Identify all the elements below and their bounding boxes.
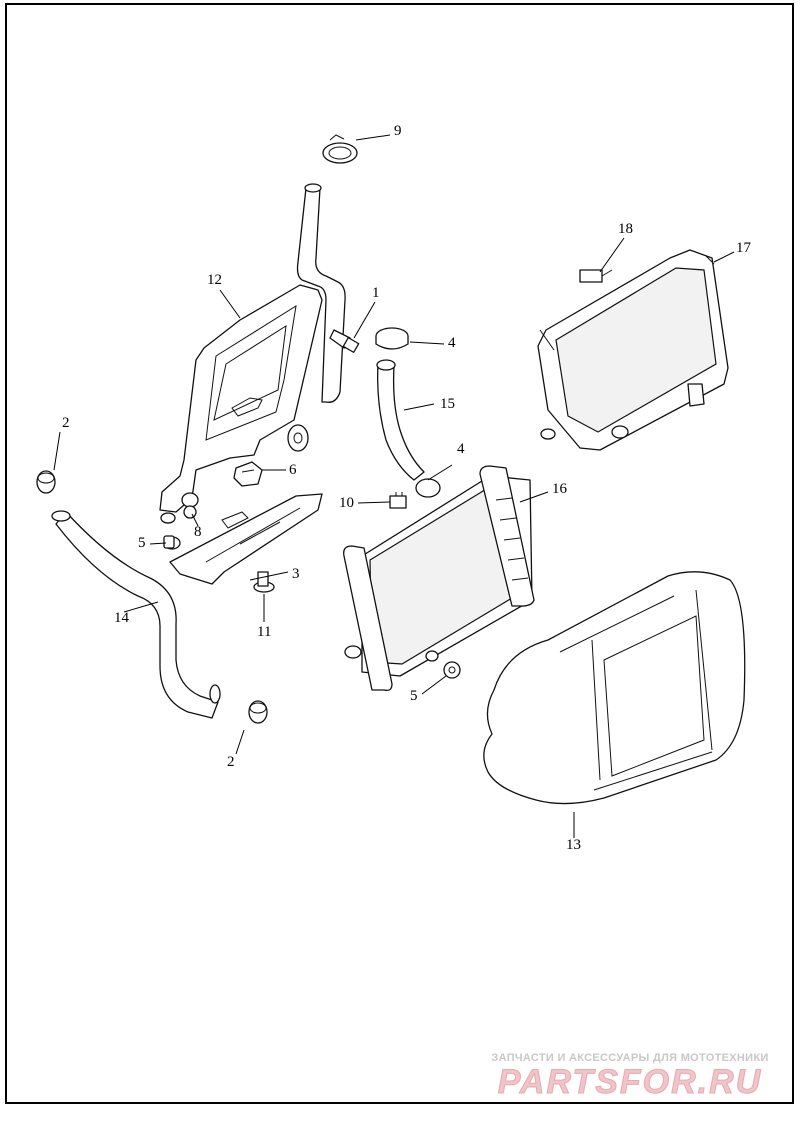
callout-2-top: 2 bbox=[62, 415, 70, 431]
part-11-screw bbox=[253, 571, 275, 593]
callout-16: 16 bbox=[552, 481, 567, 497]
part-9-hose-clamp bbox=[322, 134, 358, 164]
part-17-radiator-assembly bbox=[537, 249, 729, 451]
part-16-radiator bbox=[343, 465, 535, 692]
part-18-sensor bbox=[579, 269, 613, 283]
part-14-lower-hose bbox=[51, 510, 221, 719]
watermark-logo: PARTSFOR.RU bbox=[497, 1063, 763, 1102]
watermark-caption: ЗАПЧАСТИ И АКСЕССУАРЫ ДЛЯ МОТОТЕХНИКИ bbox=[491, 1052, 769, 1064]
callout-14: 14 bbox=[114, 610, 129, 626]
part-8-grommet bbox=[160, 505, 197, 524]
part-6-clip bbox=[233, 461, 263, 487]
coolant-pipe bbox=[296, 183, 346, 403]
callout-11: 11 bbox=[257, 624, 272, 640]
callout-5-left: 5 bbox=[138, 535, 146, 551]
callout-13: 13 bbox=[566, 837, 581, 853]
callout-18: 18 bbox=[618, 221, 633, 237]
callout-5-right: 5 bbox=[410, 688, 418, 704]
part-2-plug-bottom bbox=[248, 700, 268, 724]
callout-4-lower: 4 bbox=[457, 441, 465, 457]
leader-lines bbox=[53, 134, 735, 838]
part-1-bolt bbox=[329, 329, 360, 353]
callout-3: 3 bbox=[292, 566, 300, 582]
callout-8: 8 bbox=[194, 524, 202, 540]
callout-15: 15 bbox=[440, 396, 455, 412]
callout-2-bottom: 2 bbox=[227, 754, 235, 770]
callout-1: 1 bbox=[372, 285, 380, 301]
callout-17: 17 bbox=[736, 240, 751, 256]
part-5-washer-left bbox=[163, 535, 181, 550]
part-5-washer-right bbox=[443, 661, 461, 679]
callout-9: 9 bbox=[394, 123, 402, 139]
diagram-frame bbox=[5, 3, 794, 1104]
part-4-upper-clamp bbox=[375, 327, 409, 350]
part-3-lower-cover bbox=[169, 493, 323, 585]
part-12-radiator-bracket bbox=[159, 284, 323, 513]
part-13-radiator-shroud bbox=[483, 571, 746, 805]
callout-4-upper: 4 bbox=[448, 335, 456, 351]
part-10-sensor bbox=[389, 492, 407, 509]
callout-10: 10 bbox=[339, 495, 354, 511]
part-4-lower-clamp bbox=[415, 478, 441, 498]
callout-6: 6 bbox=[289, 462, 297, 478]
part-2-plug-top bbox=[36, 470, 56, 494]
callout-12: 12 bbox=[207, 272, 222, 288]
watermark: ЗАПЧАСТИ И АКСЕССУАРЫ ДЛЯ МОТОТЕХНИКИ PA… bbox=[480, 1052, 780, 1102]
part-15-upper-hose bbox=[376, 359, 425, 481]
